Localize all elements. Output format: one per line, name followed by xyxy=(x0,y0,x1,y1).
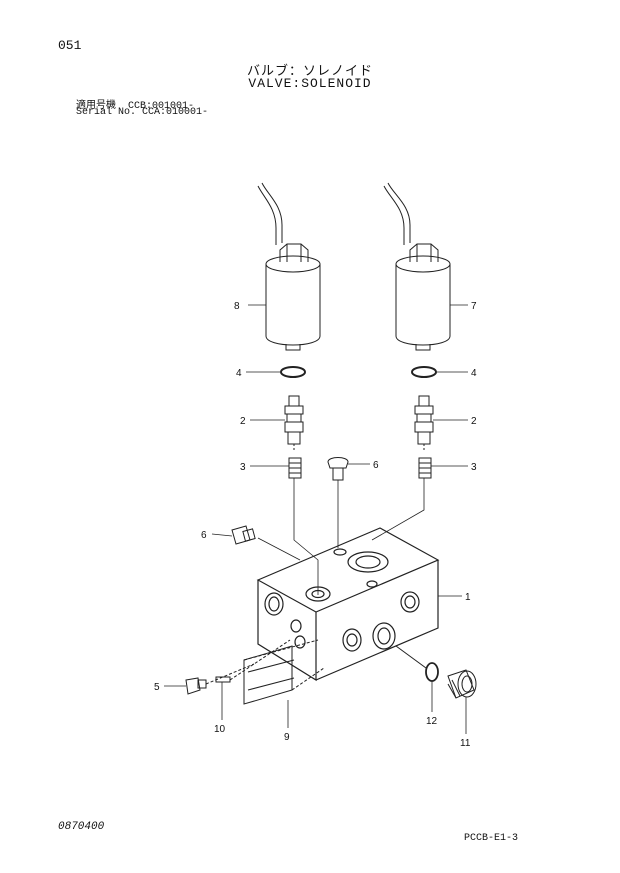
plug-bottom-left xyxy=(185,663,255,695)
filter-plate xyxy=(243,639,325,705)
callout-3-right: 3 xyxy=(471,462,477,473)
o-ring-left xyxy=(280,366,306,378)
callout-2-left: 2 xyxy=(240,416,246,427)
title-english: VALVE:SOLENOID xyxy=(248,76,372,91)
valve-block xyxy=(256,527,440,682)
o-ring-port xyxy=(425,662,439,682)
callout-7: 7 xyxy=(471,301,477,312)
callout-5: 5 xyxy=(154,682,160,693)
title-japanese: バルブ：ソレノイド xyxy=(246,64,373,79)
callout-6-left: 6 xyxy=(201,530,207,541)
page-reference-code: PCCB-E1-3 xyxy=(464,833,519,844)
callout-11: 11 xyxy=(460,738,471,749)
solenoid-coil-right xyxy=(383,182,451,351)
callout-2-right: 2 xyxy=(471,416,477,427)
drawing-code: 0870400 xyxy=(58,821,105,833)
plug-top xyxy=(327,457,349,481)
valve-cartridge-left xyxy=(284,395,304,452)
valve-cartridge-right xyxy=(414,395,434,452)
callout-10: 10 xyxy=(214,724,226,735)
spring-right xyxy=(418,457,432,479)
o-ring-right xyxy=(411,366,437,378)
callout-1: 1 xyxy=(465,592,471,603)
strainer-plug xyxy=(447,669,477,699)
callout-9: 9 xyxy=(284,732,290,743)
callout-4-left: 4 xyxy=(236,368,242,379)
callout-3-left: 3 xyxy=(240,462,246,473)
callout-4-right: 4 xyxy=(471,368,477,379)
callout-12: 12 xyxy=(426,716,438,727)
solenoid-coil-left xyxy=(257,182,321,351)
callout-8: 8 xyxy=(234,301,240,312)
serial-applicable-line: 適用号機 CCB:001001- xyxy=(76,101,195,112)
serial-number-line: Serial No. CCA:010001- xyxy=(76,107,209,118)
spring-left xyxy=(288,457,302,479)
plug-left xyxy=(231,525,256,545)
page-number: 051 xyxy=(58,38,82,53)
callout-6-top: 6 xyxy=(373,460,379,471)
